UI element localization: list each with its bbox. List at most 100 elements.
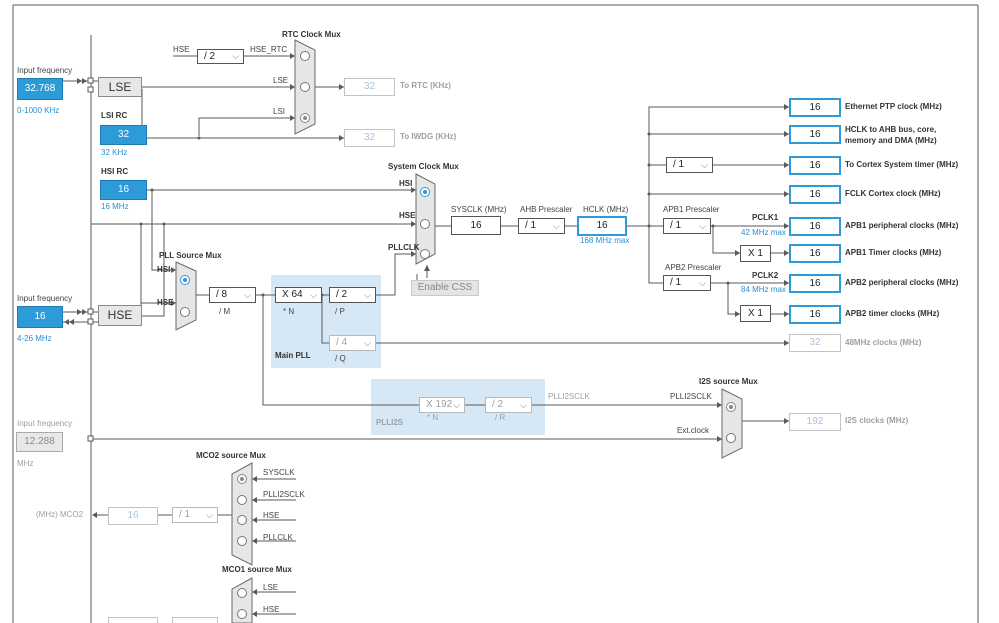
system-mux-hse-radio[interactable]	[420, 219, 430, 229]
pll-source-hsi-radio[interactable]	[180, 275, 190, 285]
mco2-pllclk-label: PLLCLK	[263, 533, 293, 542]
pll-m-divider-select[interactable]: / 8⌵	[209, 287, 256, 303]
ahb-prescaler-label: AHB Prescaler	[520, 205, 573, 214]
fclk-cortex-value[interactable]: 16	[789, 185, 841, 204]
apb2-timer-multiplier: X 1	[740, 305, 771, 322]
rtc-mux-lsi-radio[interactable]	[300, 113, 310, 123]
rtc-hse-divider-select[interactable]: / 2⌵	[197, 49, 244, 64]
plli2s-r-divider-value: / 2	[492, 399, 504, 410]
apb1-max-label: 42 MHz max	[741, 228, 786, 237]
mco2-hse-radio[interactable]	[237, 515, 247, 525]
sysclk-value: 16	[451, 216, 501, 235]
apb2-peripheral-clocks-value[interactable]: 16	[789, 274, 841, 293]
chevron-down-icon: ⌵	[310, 290, 317, 300]
lse-input-frequency-label: Input frequency	[17, 66, 73, 75]
mco2-plli2sclk-radio[interactable]	[237, 495, 247, 505]
hse-input-frequency-label: Input frequency	[17, 294, 73, 303]
to-iwdg-value: 32	[344, 129, 395, 147]
i2s-clocks-label: I2S clocks (MHz)	[845, 416, 909, 425]
apb1-peripheral-clocks-value[interactable]: 16	[789, 217, 841, 236]
ethernet-ptp-clock-value[interactable]: 16	[789, 98, 841, 117]
hclk-label: HCLK (MHz)	[583, 205, 629, 214]
ethernet-ptp-clock-label: Ethernet PTP clock (MHz)	[845, 102, 942, 111]
mco2-hse-label: HSE	[263, 511, 280, 520]
plli2s-n-multiplier-value: X 192	[426, 399, 453, 410]
pll-source-mux-title: PLL Source Mux	[159, 251, 222, 260]
apb1-timer-clocks-value[interactable]: 16	[789, 244, 841, 263]
main-pll-title: Main PLL	[275, 351, 311, 360]
hse-range-label: 4-26 MHz	[17, 334, 52, 343]
pll-p-divider-select[interactable]: / 2⌵	[329, 287, 376, 303]
apb1-timer-multiplier: X 1	[740, 245, 771, 262]
apb2-prescaler-value: / 1	[670, 277, 682, 288]
sysclk-label: SYSCLK (MHz)	[451, 205, 507, 214]
ext-input-frequency-field[interactable]: 12.288	[16, 432, 63, 452]
hse-oscillator-box[interactable]: HSE	[98, 305, 142, 326]
rtc-mux-lse-radio[interactable]	[300, 82, 310, 92]
i2s-mux-ext-radio[interactable]	[726, 433, 736, 443]
hclk-max-label: 168 MHz max	[580, 236, 630, 245]
i2s-mux-shape	[721, 388, 743, 459]
mco1-mux-title: MCO1 source Mux	[222, 565, 292, 574]
plli2s-n-multiplier-select[interactable]: X 192⌵	[419, 397, 465, 413]
ahb-prescaler-select[interactable]: / 1⌵	[518, 218, 565, 234]
plli2s-r-divider-select[interactable]: / 2 ⌵	[485, 397, 532, 413]
apb1-prescaler-select[interactable]: / 1⌵	[663, 218, 711, 234]
mco2-sysclk-radio[interactable]	[237, 474, 247, 484]
system-mux-hsi-radio[interactable]	[420, 187, 430, 197]
ext-input-unit: MHz	[17, 459, 34, 468]
apb2-prescaler-select[interactable]: / 1⌵	[663, 275, 711, 291]
fclk-cortex-label: FCLK Cortex clock (MHz)	[845, 189, 941, 198]
lse-oscillator-box[interactable]: LSE	[98, 77, 142, 97]
pll-n-multiplier-value: X 64	[282, 289, 303, 300]
hclk-value-field[interactable]: 16	[577, 216, 627, 236]
pll-q-divider-select[interactable]: / 4 ⌵	[329, 335, 376, 351]
lsi-rc-label: LSI RC	[101, 111, 128, 120]
cortex-system-timer-value[interactable]: 16	[789, 156, 841, 175]
chevron-down-icon: ⌵	[364, 338, 371, 348]
enable-css-button[interactable]: Enable CSS	[411, 280, 479, 296]
mco2-divider-select[interactable]: / 1⌵	[172, 507, 218, 523]
i2s-clocks-value: 192	[789, 413, 841, 431]
apb2-prescaler-label: APB2 Prescaler	[665, 263, 722, 272]
chevron-down-icon: ⌵	[206, 510, 213, 520]
cortex-timer-divider-select[interactable]: / 1⌵	[666, 157, 713, 173]
apb2-timer-clocks-value[interactable]: 16	[789, 305, 841, 324]
pll-source-hse-radio[interactable]	[180, 307, 190, 317]
hsi-rc-value: 16	[100, 180, 147, 200]
plli2s-n-label: * N	[427, 413, 439, 422]
pll-source-hsi-label: HSI	[157, 265, 171, 274]
cortex-timer-divider-value: / 1	[673, 159, 685, 170]
pll-q-label: / Q	[335, 354, 346, 363]
chevron-down-icon: ⌵	[244, 290, 251, 300]
apb1-prescaler-label: APB1 Prescaler	[663, 205, 720, 214]
rtc-mux-hse-radio[interactable]	[300, 51, 310, 61]
mco1-lse-label: LSE	[263, 583, 279, 592]
apb2-peripheral-clocks-label: APB2 peripheral clocks (MHz)	[845, 278, 959, 287]
pll-q-divider-value: / 4	[336, 337, 348, 348]
mco1-hse-label: HSE	[263, 605, 280, 614]
pll-source-mux-shape	[175, 261, 197, 331]
rtc-hse-rtc-label: HSE_RTC	[250, 45, 288, 54]
i2s-mux-plli2sclk-radio[interactable]	[726, 402, 736, 412]
pll-n-multiplier-select[interactable]: X 64 ⌵	[275, 287, 322, 303]
lse-input-frequency-field[interactable]: 32.768	[17, 78, 63, 100]
system-mux-pllclk-label: PLLCLK	[388, 243, 420, 252]
mco2-pllclk-radio[interactable]	[237, 536, 247, 546]
pclk2-label: PCLK2	[752, 271, 779, 280]
rtc-lse-label: LSE	[273, 76, 289, 85]
hsi-rc-sub: 16 MHz	[101, 202, 129, 211]
mco2-value: 16	[108, 507, 158, 525]
chevron-down-icon: ⌵	[520, 400, 527, 410]
system-mux-pllclk-radio[interactable]	[420, 249, 430, 259]
apb2-max-label: 84 MHz max	[741, 285, 786, 294]
pclk1-label: PCLK1	[752, 213, 779, 222]
mco2-output-label: (MHz) MCO2	[36, 510, 84, 519]
i2s-mux-ext-label: Ext.clock	[677, 426, 710, 435]
mco1-lse-radio[interactable]	[237, 588, 247, 598]
hse-input-frequency-field[interactable]: 16	[17, 306, 63, 328]
to-rtc-label: To RTC (KHz)	[400, 81, 451, 90]
hclk-ahb-value[interactable]: 16	[789, 125, 841, 144]
mco1-hse-radio[interactable]	[237, 609, 247, 619]
